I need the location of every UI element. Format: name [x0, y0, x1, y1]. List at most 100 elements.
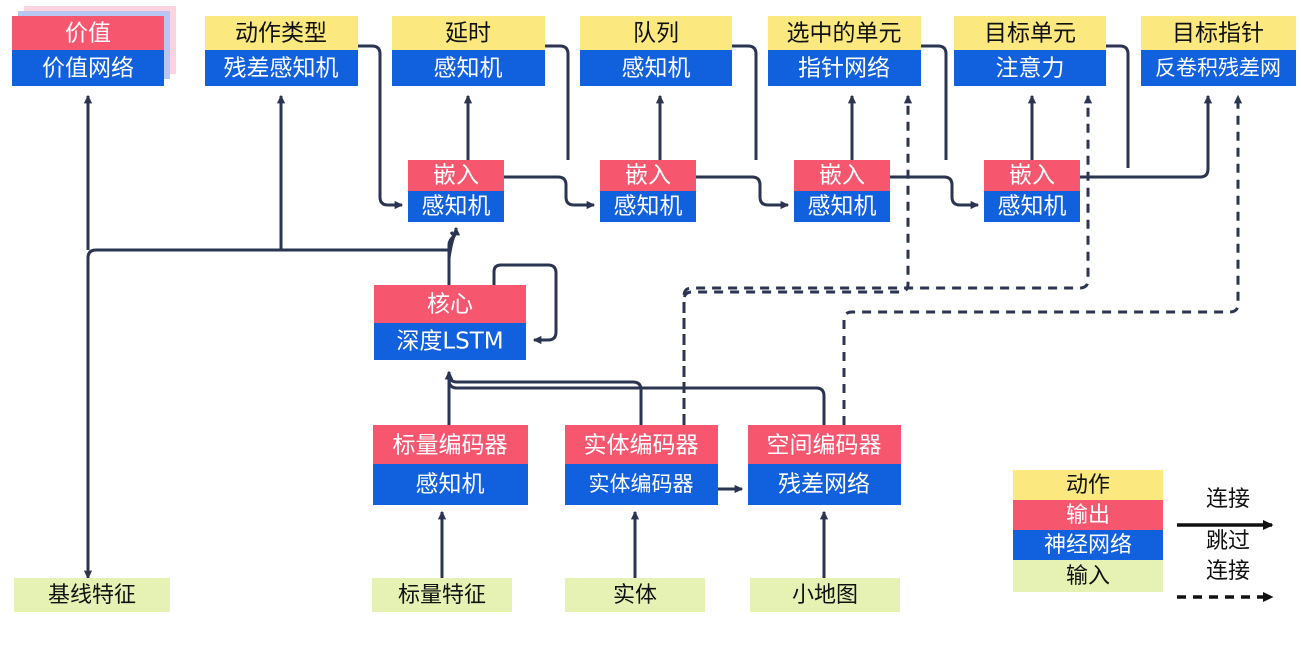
edge-embed2-to-embed3 — [695, 175, 790, 210]
minimap-box — [750, 578, 900, 612]
core-bottom-label: 深度LSTM — [396, 329, 503, 355]
selected-unit-top-label: 选中的单元 — [787, 21, 902, 47]
node-embed-4[interactable]: 嵌入 感知机 — [984, 160, 1080, 222]
node-target-pointer[interactable]: 目标指针 反卷积残差网 — [1141, 16, 1296, 86]
edge-selected-to-embed4 — [920, 44, 948, 160]
embed-1-output-band — [408, 160, 504, 191]
scalar-encoder-bottom-label: 感知机 — [416, 472, 485, 498]
embed-3-network-band — [794, 191, 890, 222]
delay-top-label: 延时 — [445, 21, 491, 47]
entity-encoder-network-band — [565, 464, 718, 505]
value-output-band — [12, 16, 164, 50]
node-scalar-encoder[interactable]: 标量编码器 感知机 — [373, 425, 528, 505]
target-unit-action-band — [954, 16, 1106, 50]
target-unit-network-band — [954, 50, 1106, 86]
node-core[interactable]: 核心 深度LSTM — [374, 285, 526, 360]
scalar-encoder-output-band — [373, 425, 528, 464]
action-type-action-band — [205, 16, 358, 50]
delay-action-band — [392, 16, 545, 50]
spatial-encoder-bottom-label: 残差网络 — [778, 472, 870, 498]
embed-2-network-band — [600, 191, 696, 222]
node-baseline-features[interactable]: 基线特征 — [14, 578, 170, 612]
node-scalar-features[interactable]: 标量特征 — [372, 578, 512, 612]
legend-input-label: 输入 — [1066, 564, 1110, 589]
edge-embed3-to-embed4 — [890, 175, 980, 210]
legend-swatch-action: 动作 — [1013, 470, 1163, 500]
node-minimap[interactable]: 小地图 — [750, 578, 900, 612]
skip-entity-to-selected-unit — [682, 94, 913, 425]
node-entity-encoder[interactable]: 实体编码器 实体编码器 — [565, 425, 718, 505]
delay-bottom-label: 感知机 — [434, 56, 503, 82]
action-type-network-band — [205, 50, 358, 86]
embed-4-bottom-label: 感知机 — [998, 194, 1067, 220]
value-network-band — [12, 50, 164, 86]
skip-spatial-to-target-pointer — [842, 94, 1243, 425]
node-queue[interactable]: 队列 感知机 — [580, 16, 732, 86]
core-top-label: 核心 — [427, 292, 473, 318]
baseline-features-label: 基线特征 — [48, 583, 136, 608]
selected-unit-network-band — [768, 50, 921, 86]
edge-queue-to-embed3 — [730, 44, 758, 160]
spatial-encoder-top-label: 空间编码器 — [767, 433, 882, 459]
node-embed-1[interactable]: 嵌入 感知机 — [408, 160, 504, 222]
edge-entity-encoder-to-core — [444, 370, 643, 425]
edge-spatial-encoder-to-core — [444, 370, 826, 425]
value-bottom-label: 价值网络 — [42, 56, 134, 82]
scalar-encoder-network-band — [373, 464, 528, 505]
target-unit-top-label: 目标单元 — [984, 21, 1076, 47]
target-pointer-action-band — [1141, 16, 1296, 50]
node-value[interactable]: 价值 价值网络 — [12, 6, 176, 86]
scalar-features-label: 标量特征 — [398, 583, 486, 608]
delay-network-band — [392, 50, 545, 86]
embed-3-top-label: 嵌入 — [819, 163, 865, 189]
core-network-band — [374, 323, 526, 360]
entity-encoder-top-label: 实体编码器 — [584, 433, 699, 459]
scalar-features-box — [372, 578, 512, 612]
legend: 动作 输出 神经网络 输入 连接 跳过 连接 — [1013, 470, 1274, 602]
edges-solid — [83, 44, 1213, 580]
edge-embed1-to-embed2 — [503, 175, 596, 210]
embed-2-top-label: 嵌入 — [625, 163, 671, 189]
entities-box — [565, 578, 705, 612]
embed-3-bottom-label: 感知机 — [808, 194, 877, 220]
legend-network-label: 神经网络 — [1044, 533, 1132, 558]
node-target-unit[interactable]: 目标单元 注意力 — [954, 16, 1106, 86]
node-embed-3[interactable]: 嵌入 感知机 — [794, 160, 890, 222]
selected-unit-bottom-label: 指针网络 — [798, 56, 890, 82]
target-pointer-network-band — [1141, 50, 1296, 86]
value-top-label: 价值 — [65, 21, 111, 47]
queue-top-label: 队列 — [633, 21, 679, 47]
node-entities[interactable]: 实体 — [565, 578, 705, 612]
edge-actiontype-to-embed1 — [358, 44, 404, 210]
entities-label: 实体 — [613, 583, 657, 608]
edge-core-bus-left — [83, 248, 449, 580]
spatial-encoder-output-band — [748, 425, 901, 464]
entity-encoder-bottom-label: 实体编码器 — [589, 472, 694, 496]
legend-swatch-input: 输入 — [1013, 560, 1163, 592]
core-output-band — [374, 285, 526, 323]
selected-unit-action-band — [768, 16, 921, 50]
node-selected-unit[interactable]: 选中的单元 指针网络 — [768, 16, 921, 86]
legend-swatch-output: 输出 — [1013, 500, 1163, 530]
edge-core-to-embed1-curve — [447, 226, 461, 259]
legend-skip-label-2: 连接 — [1206, 559, 1250, 584]
edges-dashed-skip — [682, 94, 1243, 455]
baseline-features-box — [14, 578, 170, 612]
embed-1-bottom-label: 感知机 — [422, 194, 491, 220]
embed-2-bottom-label: 感知机 — [614, 194, 683, 220]
node-action-type[interactable]: 动作类型 残差感知机 — [205, 16, 358, 86]
legend-swatch-network: 神经网络 — [1013, 530, 1163, 560]
target-unit-bottom-label: 注意力 — [996, 56, 1065, 82]
embed-4-network-band — [984, 191, 1080, 222]
queue-action-band — [580, 16, 732, 50]
node-spatial-encoder[interactable]: 空间编码器 残差网络 — [748, 425, 901, 505]
minimap-label: 小地图 — [792, 583, 858, 608]
skip-entity-to-target-unit — [682, 94, 1093, 455]
node-delay[interactable]: 延时 感知机 — [392, 16, 545, 86]
edge-core-self-loop — [492, 263, 558, 345]
node-embed-2[interactable]: 嵌入 感知机 — [600, 160, 696, 222]
embed-1-top-label: 嵌入 — [433, 163, 479, 189]
action-type-bottom-label: 残差感知机 — [224, 56, 339, 82]
